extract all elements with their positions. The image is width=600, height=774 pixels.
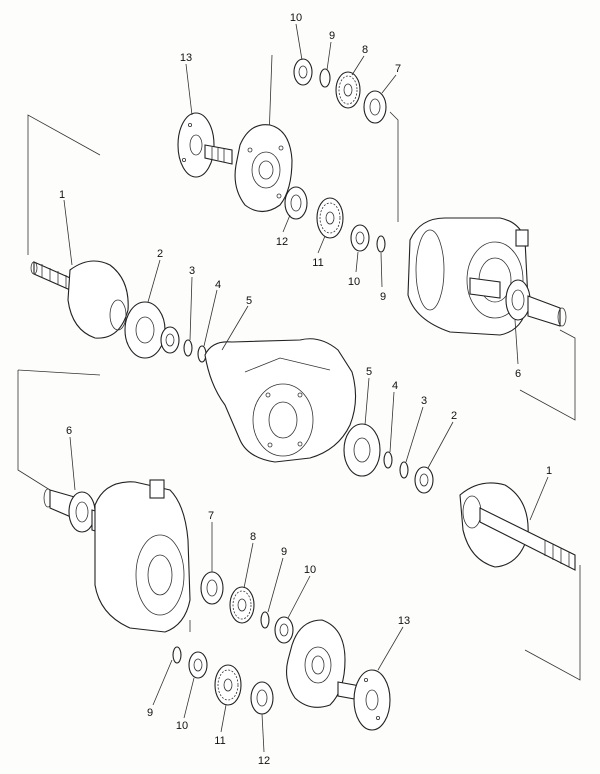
part-1-axle-shaft-upper [30,260,129,339]
callout-8-upper: 8 [362,44,368,56]
part-13-flange-shaft-upper [177,112,233,178]
callout-9-top: 9 [329,30,335,42]
housing-cover-lower [286,619,346,708]
callout-leaders [63,23,549,753]
part-2-bearing-upper [160,326,180,354]
callout-labels: 1 2 3 4 5 13 10 9 8 7 12 11 10 9 6 6 5 4… [59,12,552,767]
callout-3-lower: 3 [421,395,427,407]
callout-7-upper: 7 [395,63,401,75]
callout-13-upper: 13 [180,52,192,64]
callout-2-lower: 2 [451,410,457,422]
part-8-gear-top [335,71,361,109]
part-10-bearing-bottom [188,651,208,679]
callout-5-lower: 5 [366,366,372,378]
callout-2-upper: 2 [157,248,163,260]
part-9-snap-ring-top [319,68,331,88]
callout-1-upper: 1 [59,189,65,201]
part-7-bearing-top [363,90,387,124]
callout-13-lower: 13 [398,615,410,627]
part-3-snap-ring-upper [183,339,193,357]
part-4-snap-ring-upper [197,345,207,363]
callout-12-lower: 12 [258,755,270,767]
part-12-bearing-bottom [250,681,274,715]
callout-12-upper: 12 [276,236,288,248]
differential-housing-center [204,338,357,463]
part-10-bearing-top [293,58,313,86]
callout-10-lower: 10 [304,564,316,576]
reference-lines [17,54,581,681]
part-5-flange-right [343,423,381,477]
part-9-snap-ring-bottom [172,646,182,664]
callout-7-lower: 7 [208,510,214,522]
part-2-flange-upper [124,301,166,359]
part-8-gear-lower [229,586,255,624]
callout-8-lower: 8 [250,531,256,543]
part-2-bearing-right [414,466,434,494]
part-11-gear-bottom [214,664,242,706]
callout-6-upper: 6 [515,368,521,380]
part-10-bearing-lower [274,616,294,644]
callout-6-lower: 6 [66,425,72,437]
part-4-snap-ring-right [383,451,393,469]
callout-11-lower: 11 [214,735,225,747]
housing-cover-upper [234,124,293,213]
part-11-gear-upper [316,197,344,239]
part-9-snap-ring-lower [260,611,270,629]
part-13-flange-shaft-lower [337,669,391,731]
part-12-bearing-upper [284,186,308,220]
callout-11-upper: 11 [312,257,323,269]
callout-3-upper: 3 [189,265,195,277]
callout-9-upper: 9 [380,291,386,303]
callout-5-upper: 5 [246,295,252,307]
part-10-bearing-upper [350,224,370,252]
callout-10-bottom: 10 [176,720,188,732]
callout-4-lower: 4 [392,380,398,392]
gear-case-lower-left [94,479,191,633]
callout-4-upper: 4 [215,279,221,291]
part-3-snap-ring-right [399,461,409,479]
callout-9-lower: 9 [281,546,287,558]
part-6-universal-joint-upper [469,277,567,327]
part-1-axle-shaft-lower [459,482,576,571]
callout-10-top: 10 [290,12,302,24]
callout-10-upper: 10 [348,276,360,288]
callout-1-lower: 1 [546,465,552,477]
part-7-bearing-lower [200,571,224,605]
part-9-snap-ring-upper [376,235,386,253]
gear-case-upper-right [407,217,529,336]
callout-9-bottom: 9 [147,707,153,719]
